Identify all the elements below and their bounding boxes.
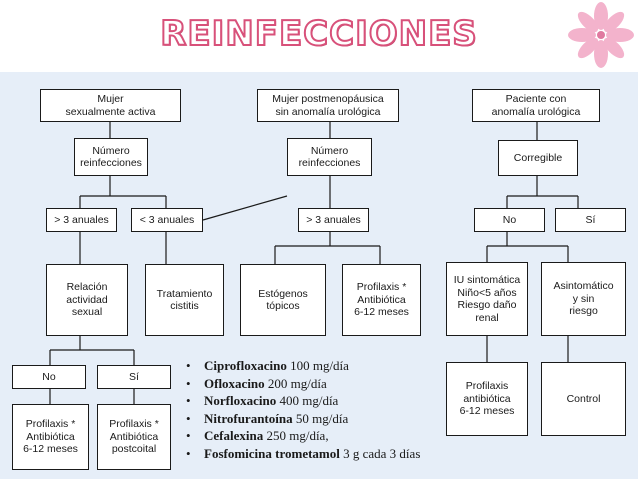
node-cystitis-treatment: Tratamiento cistitis	[145, 264, 224, 336]
node-urologic-anomaly-patient: Paciente con anomalía urológica	[472, 89, 600, 122]
node-postmenopausal-woman: Mujer postmenopáusica sin anomalía uroló…	[257, 89, 399, 122]
flower-icon	[568, 2, 634, 68]
drug-list: Ciprofloxacino 100 mg/día Ofloxacino 200…	[180, 357, 480, 462]
node-symptomatic-risk: IU sintomática Niño<5 años Riesgo daño r…	[446, 262, 528, 336]
node-prophylaxis-6-12-months-2: Profilaxis * Antibiótica 6-12 meses	[342, 264, 421, 336]
page-title: REINFECCIONES	[159, 13, 478, 55]
node-control: Control	[541, 362, 626, 436]
node-topical-estrogens: Estógenos tópicos	[240, 264, 326, 336]
drug-list-item: Ofloxacino 200 mg/día	[180, 375, 480, 393]
node-no-3: No	[474, 208, 545, 232]
drug-name: Nitrofurantoína	[204, 410, 293, 426]
drug-dose: 400 mg/día	[276, 393, 339, 408]
drug-name: Fosfomicina trometamol	[204, 445, 340, 461]
node-prophylaxis-6-12-months-1: Profilaxis * Antibiótica 6-12 meses	[12, 404, 89, 470]
node-no-1: No	[12, 365, 86, 389]
drug-list-item: Fosfomicina trometamol 3 g cada 3 días	[180, 445, 480, 463]
drug-list-item: Nitrofurantoína 50 mg/día	[180, 410, 480, 428]
node-yes-1: Sí	[97, 365, 171, 389]
drug-dose: 3 g cada 3 días	[339, 445, 421, 461]
node-reinfection-count-1: Número reinfecciones	[74, 138, 148, 176]
node-more-than-3-yearly-2: > 3 anuales	[298, 208, 369, 232]
drug-name: Ofloxacino	[204, 375, 265, 391]
drug-dose: 200 mg/día	[264, 375, 327, 391]
drug-dose: 250 mg/día,	[263, 428, 329, 443]
drug-list-item: Cefalexina 250 mg/día,	[180, 427, 480, 445]
node-postcoital-prophylaxis: Profilaxis * Antibiótica postcoital	[97, 404, 171, 470]
drug-name: Norfloxacino	[204, 393, 277, 408]
node-sexual-activity-relation: Relación actividad sexual	[46, 264, 128, 336]
node-less-than-3-yearly: < 3 anuales	[131, 208, 203, 232]
node-asymptomatic-no-risk: Asintomático y sin riesgo	[541, 262, 626, 336]
node-correctable: Corregible	[498, 140, 578, 176]
node-reinfection-count-2: Número reinfecciones	[287, 138, 372, 176]
drug-dose: 100 mg/día	[286, 358, 349, 373]
node-sexually-active-woman: Mujer sexualmente activa	[40, 89, 181, 122]
node-more-than-3-yearly-1: > 3 anuales	[46, 208, 117, 232]
drug-name: Ciprofloxacino	[204, 358, 287, 373]
drug-list-item: Norfloxacino 400 mg/día	[180, 392, 480, 410]
drug-dose: 50 mg/día	[292, 410, 349, 426]
drug-name: Cefalexina	[204, 428, 264, 443]
drug-list-item: Ciprofloxacino 100 mg/día	[180, 357, 480, 375]
node-yes-3: Sí	[555, 208, 626, 232]
